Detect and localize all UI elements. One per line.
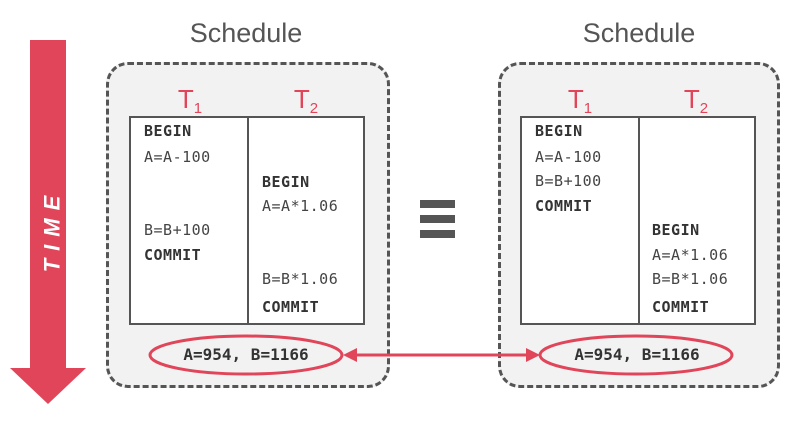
schedule-1-title: Schedule [189,18,303,48]
schedule-2-t1-op-a: A=A-100 [535,148,602,166]
schedule-2-t1-header: T1 [550,84,610,117]
time-label-text: TIME [39,187,64,273]
schedule-2-t1-op-begin: BEGIN [535,122,583,140]
schedule-1-t2-op-b: B=B*1.06 [262,270,339,288]
schedule-1-table [129,116,365,325]
schedule-1-column-divider [247,118,249,323]
schedule-1-t1-header: T1 [160,84,220,117]
schedule-2-t1-op-commit: COMMIT [535,197,593,215]
schedule-2-column-divider [638,118,640,323]
schedule-2-t2-name: T [683,84,700,114]
schedule-1-t1-op-a: A=A-100 [144,148,211,166]
schedule-1-t1-op-b: B=B+100 [144,221,211,239]
schedule-1-t1-name: T [177,84,194,114]
schedule-2-title: Schedule [582,18,696,48]
time-label: TIME [22,180,82,280]
schedule-1-t2-op-a: A=A*1.06 [262,197,339,215]
schedule-2-t2-op-a: A=A*1.06 [652,246,729,264]
schedule-2-t1-subscript: 1 [583,100,593,117]
schedule-2-t2-op-commit: COMMIT [652,298,710,316]
schedule-2-table [520,116,756,325]
equivalence-bar-bottom [420,230,455,238]
schedule-1-t1-op-commit: COMMIT [144,246,202,264]
schedule-1-t2-op-begin: BEGIN [262,173,310,191]
schedule-2-t2-op-b: B=B*1.06 [652,270,729,288]
schedule-1-t2-subscript: 2 [309,100,319,117]
schedule-2-t2-subscript: 2 [699,100,709,117]
schedule-1-t1-subscript: 1 [193,100,203,117]
schedule-1-t2-header: T2 [276,84,336,117]
schedule-2-t1-op-b: B=B+100 [535,172,602,190]
schedule-2-result: A=954, B=1166 [574,345,700,364]
schedule-2-t1-name: T [567,84,584,114]
schedule-1-t1-op-begin: BEGIN [144,122,192,140]
equivalence-bar-top [420,200,455,208]
schedule-1-result: A=954, B=1166 [183,345,309,364]
schedule-1-t2-name: T [293,84,310,114]
schedule-2-t2-op-begin: BEGIN [652,221,700,239]
schedule-1-t2-op-commit: COMMIT [262,298,320,316]
schedule-2-t2-header: T2 [666,84,726,117]
equivalence-bar-middle [420,215,455,223]
